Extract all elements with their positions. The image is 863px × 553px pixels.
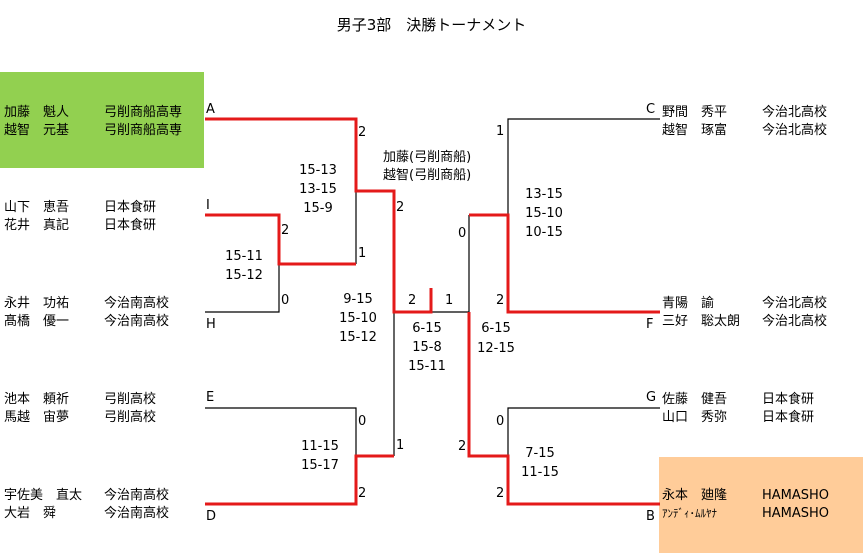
school-name: HAMASHO — [762, 506, 830, 521]
game-count: 2 — [358, 125, 367, 140]
set-score: 10-15 — [525, 225, 563, 240]
school-name: 日本食研 — [104, 200, 157, 215]
player-name: 花井 真記 — [4, 218, 70, 233]
school-name: 弓削商船高専 — [104, 105, 183, 120]
game-count: 2 — [358, 486, 367, 501]
runnerup-highlight — [659, 457, 863, 553]
seed-label: D — [206, 509, 217, 524]
set-score: 15-8 — [412, 340, 442, 355]
game-count: 1 — [396, 438, 405, 453]
school-name: HAMASHO — [762, 488, 830, 503]
set-score: 15-11 — [408, 359, 446, 374]
player-name: 永本 廸隆 — [662, 488, 728, 503]
set-score: 15-12 — [339, 330, 377, 345]
school-name: 弓削高校 — [104, 392, 157, 407]
game-count: 0 — [281, 293, 290, 308]
line-e — [205, 407, 357, 456]
page-title: 男子3部 決勝トーナメント — [336, 16, 527, 34]
player-name: 佐藤 健吾 — [662, 392, 728, 407]
player-name: 山下 恵吾 — [4, 200, 70, 215]
player-name: 越智 元基 — [4, 123, 70, 138]
seed-label: I — [206, 198, 210, 213]
set-score: 15-9 — [303, 201, 333, 216]
game-count: 0 — [358, 414, 367, 429]
set-score: 11-15 — [301, 439, 339, 454]
school-name: 今治南高校 — [104, 488, 170, 503]
seed-label: H — [206, 317, 216, 332]
player-name: 加藤 魁人 — [4, 105, 70, 120]
line-f-path — [469, 213, 660, 314]
school-name: 今治北高校 — [762, 123, 828, 138]
school-name: 今治北高校 — [762, 296, 828, 311]
school-name: 日本食研 — [104, 218, 157, 233]
player-name: ｱﾝﾃﾞｨ･ﾑﾙﾔﾅ — [662, 507, 717, 520]
set-score: 12-15 — [477, 341, 515, 356]
school-name: 弓削商船高専 — [104, 123, 183, 138]
school-name: 今治南高校 — [104, 314, 170, 329]
player-name: 青陽 諭 — [662, 296, 715, 311]
game-count: 2 — [281, 223, 290, 238]
set-score: 15-13 — [299, 163, 337, 178]
school-name: 日本食研 — [762, 410, 815, 425]
line-d-path — [205, 454, 394, 506]
player-name: 大岩 舜 — [4, 506, 57, 521]
school-name: 日本食研 — [762, 392, 815, 407]
set-score: 15-17 — [301, 458, 339, 473]
line-b-path — [467, 312, 660, 506]
loser-lines — [205, 118, 660, 456]
player-name: 三好 聡太朗 — [662, 314, 741, 329]
player-name: 野間 秀平 — [662, 105, 728, 120]
game-count: 2 — [408, 293, 417, 308]
set-score: 15-10 — [339, 311, 377, 326]
seed-label: A — [206, 102, 215, 117]
set-score: 7-15 — [525, 446, 555, 461]
set-score: 13-15 — [299, 182, 337, 197]
seed-label: F — [646, 317, 654, 332]
set-score: 11-15 — [521, 465, 559, 480]
school-name: 今治南高校 — [104, 296, 170, 311]
game-count: 0 — [458, 226, 467, 241]
line-a-path — [205, 117, 433, 314]
line-h — [205, 264, 280, 313]
seed-label: B — [646, 509, 655, 524]
line-i-path — [205, 213, 356, 266]
game-count: 1 — [358, 246, 367, 261]
set-score: 6-15 — [481, 321, 511, 336]
champion-name: 越智(弓削商船) — [383, 168, 472, 183]
player-name: 越智 琢富 — [662, 123, 728, 138]
school-name: 今治北高校 — [762, 105, 828, 120]
player-name: 宇佐美 直太 — [4, 488, 83, 503]
player-name: 髙橋 優一 — [4, 314, 70, 329]
set-score: 15-11 — [225, 249, 263, 264]
set-score: 9-15 — [343, 292, 373, 307]
player-name: 池本 頼祈 — [4, 392, 70, 407]
winner-lines — [205, 117, 660, 506]
seed-label: C — [646, 102, 656, 117]
game-count: 1 — [445, 293, 454, 308]
school-name: 今治南高校 — [104, 506, 170, 521]
game-count: 0 — [496, 414, 505, 429]
player-name: 山口 秀弥 — [662, 410, 728, 425]
line-c — [507, 118, 660, 215]
seed-label: G — [646, 390, 657, 405]
game-count: 2 — [496, 293, 505, 308]
set-score: 15-10 — [525, 206, 563, 221]
school-name: 今治北高校 — [762, 314, 828, 329]
game-count: 2 — [396, 200, 405, 215]
player-name: 馬越 宙夢 — [4, 410, 70, 425]
player-name: 永井 功祐 — [4, 296, 70, 311]
game-count: 2 — [496, 486, 505, 501]
set-score: 15-12 — [225, 268, 263, 283]
champion-highlight — [0, 72, 204, 168]
set-score: 13-15 — [525, 187, 563, 202]
game-count: 2 — [458, 439, 467, 454]
school-name: 弓削高校 — [104, 410, 157, 425]
seed-label: E — [206, 390, 215, 405]
champion-name: 加藤(弓削商船) — [383, 150, 472, 165]
line-g — [507, 407, 660, 456]
set-score: 6-15 — [412, 321, 442, 336]
game-count: 1 — [496, 124, 505, 139]
